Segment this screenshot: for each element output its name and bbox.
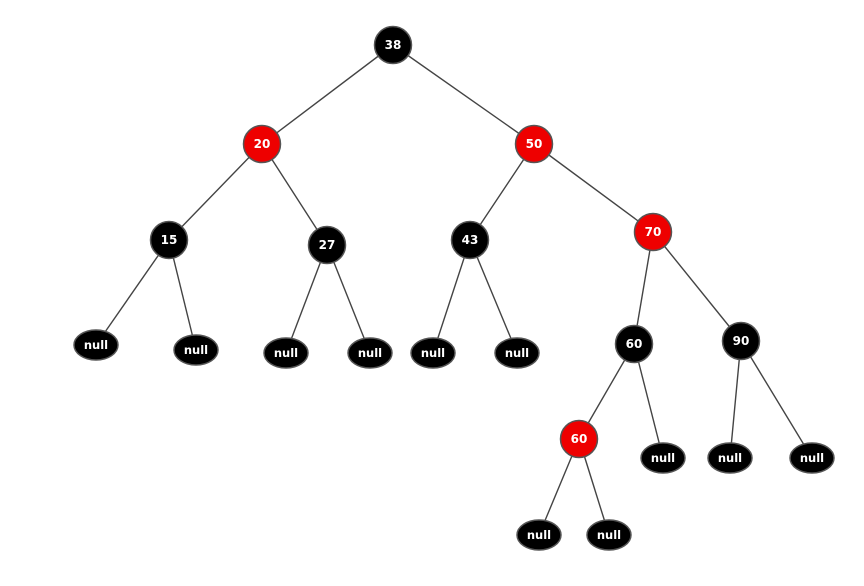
red-node-circle bbox=[559, 419, 599, 459]
red-node-circle bbox=[514, 124, 554, 164]
null-leaf-shape bbox=[494, 337, 540, 369]
tree-node-n15: 15 bbox=[149, 220, 189, 260]
null-label: null bbox=[184, 343, 208, 357]
null-leaf-shape bbox=[707, 442, 753, 474]
null-leaf-shape bbox=[73, 329, 119, 361]
edge-n27-null27R bbox=[326, 244, 371, 354]
null-label: null bbox=[718, 451, 742, 465]
null-leaf-shape bbox=[586, 519, 632, 551]
null-label: null bbox=[597, 528, 621, 542]
node-key-label: 60 bbox=[626, 337, 643, 351]
null-leaf-shape bbox=[263, 337, 309, 369]
null-label: null bbox=[800, 451, 824, 465]
black-node-circle bbox=[307, 225, 347, 265]
null-leaf-shape bbox=[347, 337, 393, 369]
null-leaf-null90L: null bbox=[707, 442, 753, 474]
tree-node-n38: 38 bbox=[373, 25, 413, 65]
edge-n60a-null60aR bbox=[633, 343, 664, 459]
null-label: null bbox=[358, 346, 382, 360]
null-leaf-null90R: null bbox=[789, 442, 835, 474]
tree-node-n70: 70 bbox=[633, 212, 673, 252]
null-label: null bbox=[84, 338, 108, 352]
node-key-label: 50 bbox=[526, 137, 543, 151]
edge-n43-null43R bbox=[469, 239, 518, 354]
node-key-label: 38 bbox=[385, 38, 402, 52]
edge-n20-n15 bbox=[168, 143, 263, 241]
node-key-label: 70 bbox=[645, 225, 662, 239]
black-node-circle bbox=[614, 324, 654, 364]
null-leaf-null60bL: null bbox=[516, 519, 562, 551]
red-node-circle bbox=[633, 212, 673, 252]
edge-n38-n20 bbox=[261, 44, 394, 145]
null-leaf-null15R: null bbox=[173, 334, 219, 366]
tree-node-n50: 50 bbox=[514, 124, 554, 164]
null-label: null bbox=[651, 451, 675, 465]
null-leaf-null15L: null bbox=[73, 329, 119, 361]
null-leaf-null43R: null bbox=[494, 337, 540, 369]
null-label: null bbox=[505, 346, 529, 360]
null-leaf-shape bbox=[640, 442, 686, 474]
tree-edges bbox=[95, 44, 813, 536]
black-node-circle bbox=[373, 25, 413, 65]
null-leaf-shape bbox=[516, 519, 562, 551]
black-node-circle bbox=[721, 321, 761, 361]
null-leaf-null60bR: null bbox=[586, 519, 632, 551]
edge-n38-n50 bbox=[392, 44, 535, 145]
null-leaf-shape bbox=[173, 334, 219, 366]
edge-n20-n27 bbox=[261, 143, 328, 246]
red-node-circle bbox=[242, 124, 282, 164]
edge-n90-null90L bbox=[729, 340, 742, 459]
tree-node-n27: 27 bbox=[307, 225, 347, 265]
edge-n90-null90R bbox=[740, 340, 813, 459]
null-label: null bbox=[527, 528, 551, 542]
tree-node-n60a: 60 bbox=[614, 324, 654, 364]
tree-node-n20: 20 bbox=[242, 124, 282, 164]
edge-n15-null15L bbox=[95, 239, 170, 346]
edge-n27-null27L bbox=[285, 244, 328, 354]
tree-node-n43: 43 bbox=[450, 220, 490, 260]
node-key-label: 20 bbox=[254, 137, 271, 151]
edge-n70-n90 bbox=[652, 231, 742, 342]
edge-n50-n70 bbox=[533, 143, 654, 233]
black-node-circle bbox=[450, 220, 490, 260]
null-leaf-null27R: null bbox=[347, 337, 393, 369]
black-node-circle bbox=[149, 220, 189, 260]
edge-n43-null43L bbox=[432, 239, 471, 354]
null-leaf-shape bbox=[410, 337, 456, 369]
tree-nodes: 38 20 50 15 27 43 70 60 90 60 null null null null null… bbox=[73, 25, 835, 551]
node-key-label: 90 bbox=[733, 334, 750, 348]
null-leaf-null43L: null bbox=[410, 337, 456, 369]
node-key-label: 15 bbox=[161, 233, 178, 247]
null-label: null bbox=[421, 346, 445, 360]
tree-node-n90: 90 bbox=[721, 321, 761, 361]
node-key-label: 60 bbox=[571, 432, 588, 446]
node-key-label: 43 bbox=[462, 233, 479, 247]
null-leaf-null27L: null bbox=[263, 337, 309, 369]
tree-node-n60b: 60 bbox=[559, 419, 599, 459]
null-label: null bbox=[274, 346, 298, 360]
null-leaf-null60aR: null bbox=[640, 442, 686, 474]
null-leaf-shape bbox=[789, 442, 835, 474]
node-key-label: 27 bbox=[319, 238, 336, 252]
